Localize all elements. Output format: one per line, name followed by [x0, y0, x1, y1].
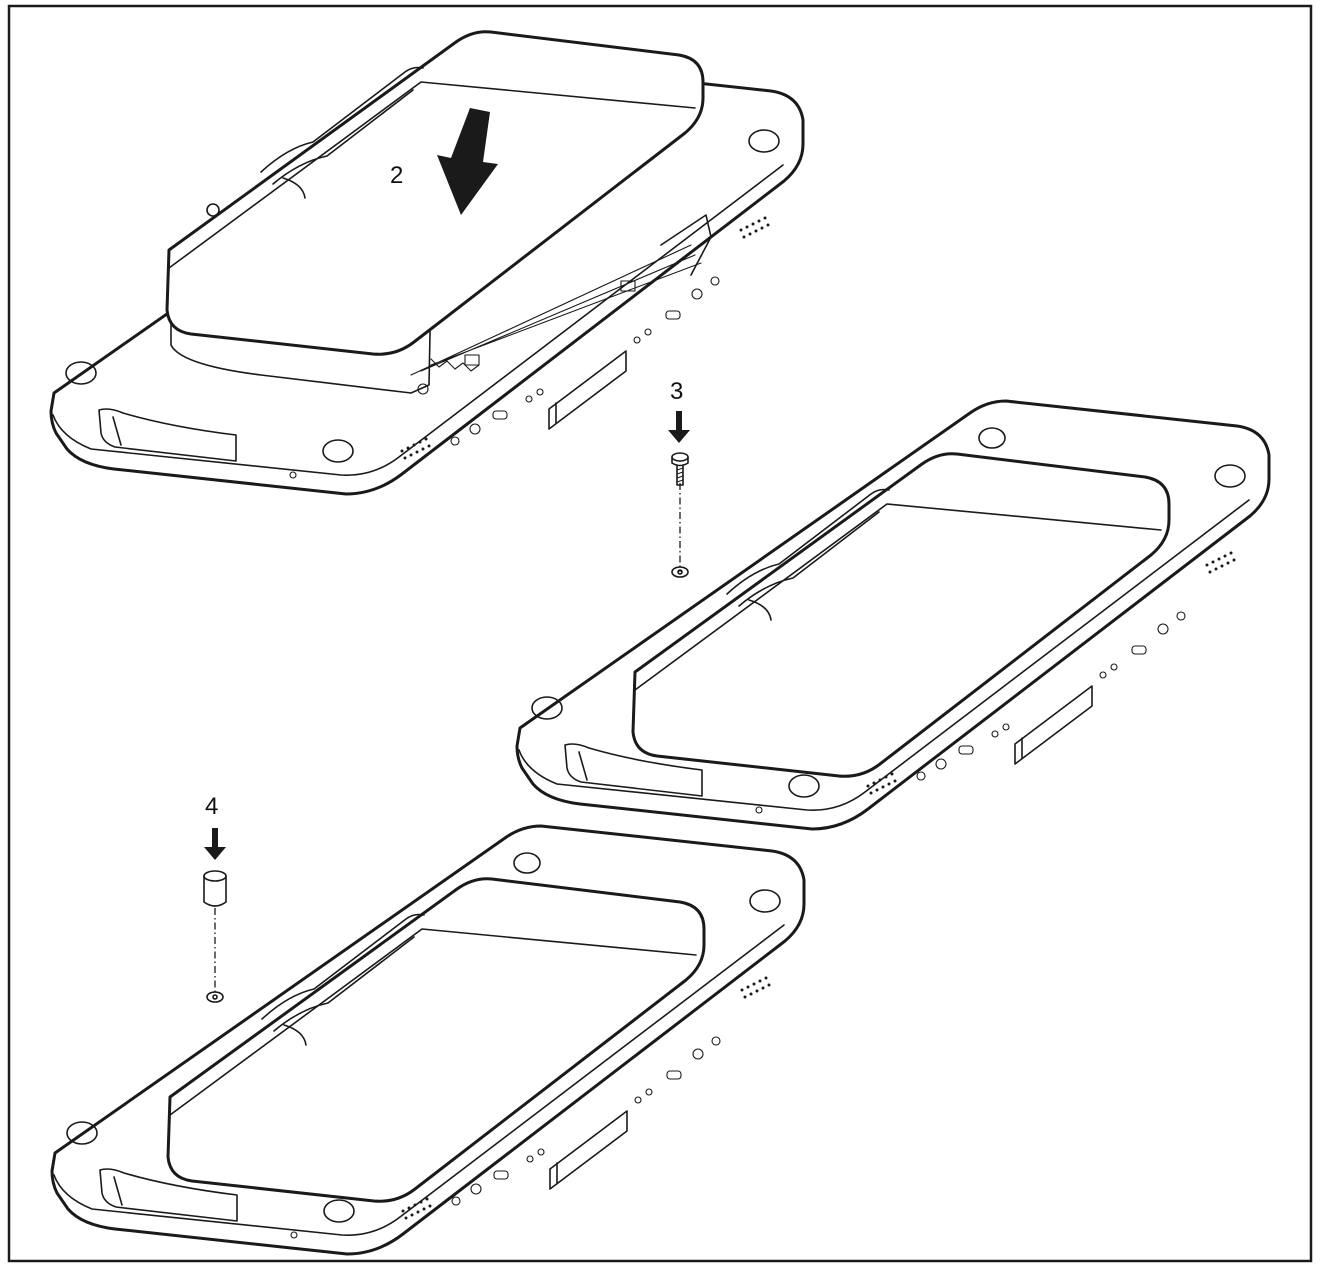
- battery-cover-part: [165, 30, 705, 356]
- figure-frame: [7, 4, 1313, 1263]
- step-4-label: 4: [205, 793, 218, 820]
- screw-icon: [671, 452, 689, 486]
- tablet-middle: [515, 399, 1271, 831]
- step-3-label: 3: [670, 378, 683, 405]
- screw-cap-icon: [203, 870, 227, 907]
- step-3-group: 3: [515, 378, 1271, 831]
- tablet-bottom: [50, 824, 806, 1256]
- step-2-group: 2: [49, 30, 805, 496]
- step-4-group: 4: [50, 793, 806, 1256]
- down-arrow-icon: [437, 108, 498, 215]
- down-arrow-icon: [668, 411, 690, 443]
- step-2-label: 2: [390, 162, 403, 189]
- down-arrow-icon: [204, 828, 226, 860]
